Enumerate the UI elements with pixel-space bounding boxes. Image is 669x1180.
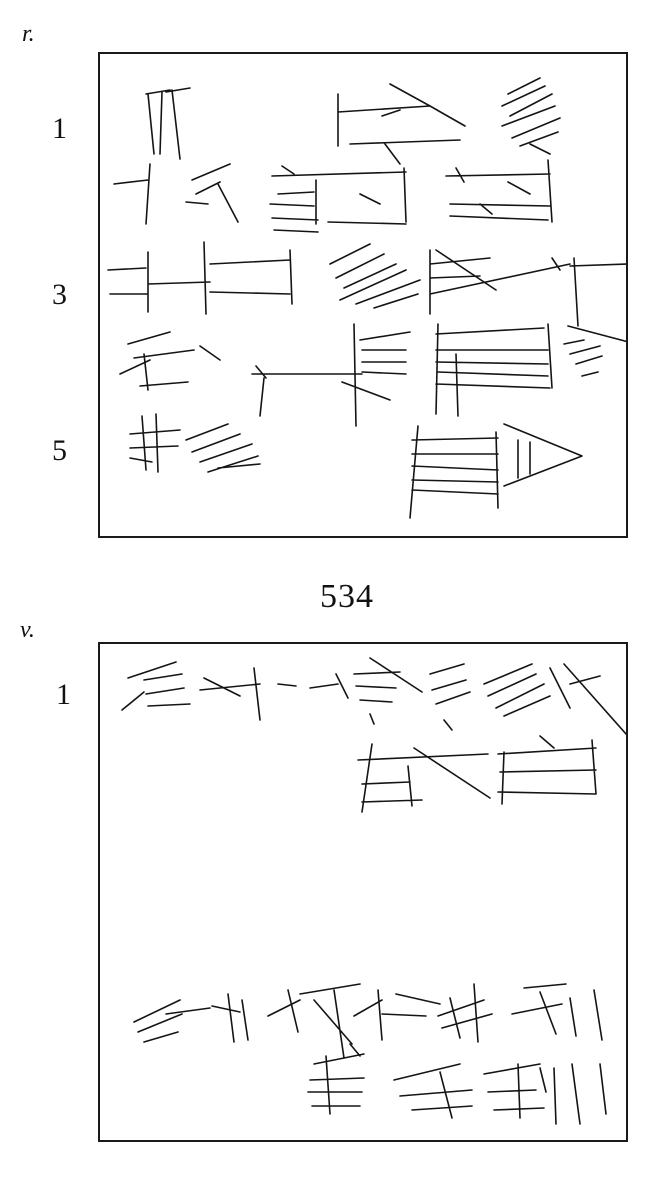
sign-o2-3	[445, 159, 553, 223]
sign-o2-2	[269, 165, 407, 233]
reverse-line-number-1: 1	[56, 678, 71, 711]
sign-o1-3	[501, 77, 561, 155]
sign-o1-1	[145, 87, 191, 160]
sign-o4-4	[563, 325, 626, 377]
sign-o4-1	[119, 331, 221, 391]
sign-o3-1	[107, 241, 293, 315]
sign-o4-2	[251, 323, 411, 427]
sign-r1-2	[199, 667, 297, 721]
sign-r4-1	[307, 1043, 365, 1115]
sign-r2-2	[497, 735, 597, 805]
sign-r1-1	[121, 661, 191, 711]
sign-r3-3	[267, 983, 361, 1059]
obverse-side-label: r.	[22, 21, 35, 47]
sign-r1-5	[483, 663, 626, 735]
sign-r3-5	[437, 983, 493, 1043]
sign-o5-3	[409, 423, 583, 519]
tablet-number: 534	[320, 578, 374, 615]
sign-r1-4	[429, 663, 471, 731]
obverse-line-number-3: 3	[52, 278, 67, 311]
reverse-tablet-face	[98, 642, 628, 1142]
sign-o4-3	[435, 323, 553, 417]
sign-r1-3	[309, 657, 423, 725]
sign-o5-1	[129, 413, 181, 473]
obverse-cuneiform-drawing	[107, 77, 626, 519]
sign-o5-2	[185, 423, 261, 473]
sign-r3-2	[211, 993, 249, 1043]
sign-r4-3	[483, 1063, 607, 1125]
sign-o3-2	[329, 243, 421, 309]
sign-r3-4	[353, 989, 441, 1041]
sign-o1-2	[337, 83, 466, 165]
sign-o3-3	[429, 249, 626, 327]
obverse-tablet-face	[98, 52, 628, 538]
reverse-cuneiform-drawing	[121, 657, 626, 1125]
sign-o2-1	[113, 163, 239, 225]
obverse-line-number-5: 5	[52, 434, 67, 467]
sign-r2-1	[357, 743, 491, 813]
sign-r3-1	[133, 999, 211, 1043]
reverse-side-label: v.	[20, 617, 35, 643]
sign-r3-6	[511, 983, 603, 1041]
obverse-line-number-1: 1	[52, 112, 67, 145]
sign-r4-2	[393, 1063, 473, 1119]
